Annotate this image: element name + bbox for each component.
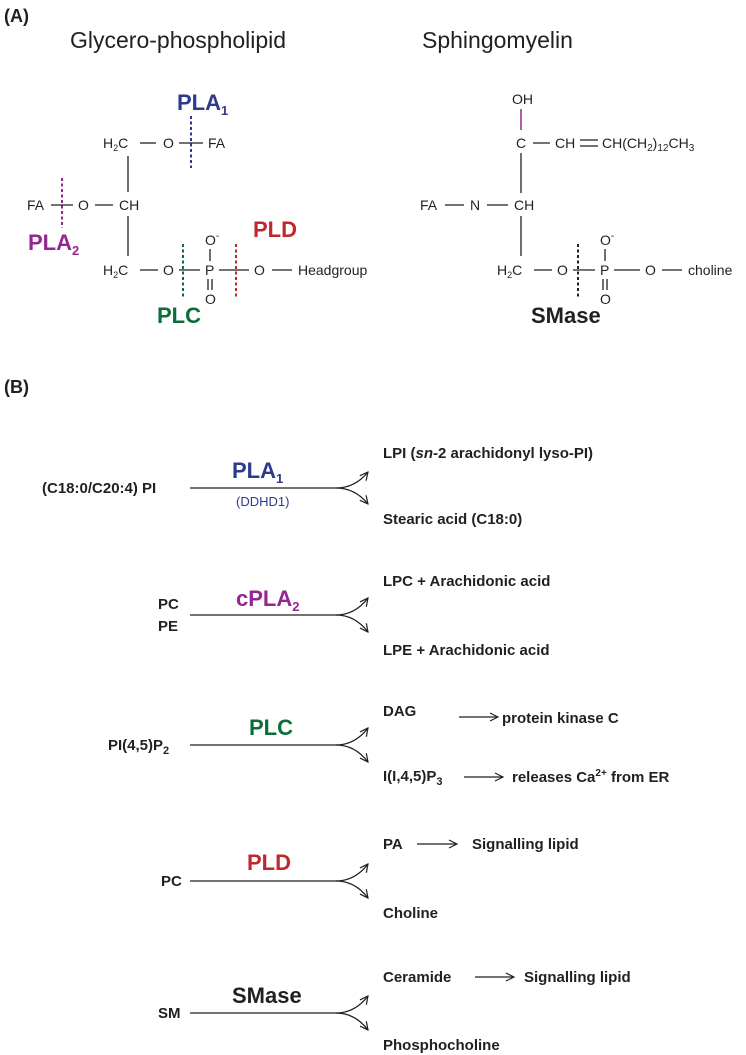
sph-o-left: O: [557, 262, 568, 278]
p-atom: P: [205, 262, 214, 278]
enzyme-pla1: PLA1: [232, 458, 283, 486]
pld-label: PLD: [253, 217, 297, 242]
enzyme-smase: SMase: [232, 983, 302, 1008]
fa-mid: FA: [27, 197, 45, 213]
ch-mid: CH: [119, 197, 139, 213]
product-pa: PA: [383, 836, 403, 853]
target-calcium: releases Ca2+ from ER: [512, 768, 669, 786]
substrate-pi: (C18:0/C20:4) PI: [42, 480, 156, 497]
sph-o-minus: O-: [600, 231, 614, 248]
o-top: O: [163, 135, 174, 151]
reaction-smase: SM SMase Ceramide Signalling lipid Phosp…: [158, 969, 631, 1054]
sph-ch: CH: [555, 135, 575, 151]
o-minus: O-: [205, 231, 219, 248]
product-choline: Choline: [383, 905, 438, 922]
h2c-bot: H2C: [103, 262, 128, 280]
enzyme-cpla2: cPLA2: [236, 586, 299, 614]
substrate-pe: PE: [158, 618, 178, 635]
o-right: O: [254, 262, 265, 278]
glycero-title: Glycero-phospholipid: [70, 27, 286, 53]
o-double: O: [205, 291, 216, 307]
sphingo-structure: OH C CH CH(CH2)12CH3 FA N CH H2C O P O- …: [420, 91, 733, 328]
smase-label-a: SMase: [531, 303, 601, 328]
sph-n: N: [470, 197, 480, 213]
sph-c: C: [516, 135, 526, 151]
reaction-cpla2: PC PE cPLA2 LPC + Arachidonic acid LPE +…: [158, 573, 550, 659]
plc-label: PLC: [157, 303, 201, 328]
substrate-pc-pld: PC: [161, 873, 182, 890]
glycero-structure: PLA1 H2C O FA FA O CH PLA2 PLD H2C O P O…: [27, 90, 367, 328]
h2c-top: H2C: [103, 135, 128, 153]
enzyme-note-ddhd1: (DDHD1): [236, 494, 289, 509]
oh-group: OH: [512, 91, 533, 107]
product-lpe: LPE + Arachidonic acid: [383, 642, 550, 659]
product-lpc: LPC + Arachidonic acid: [383, 573, 550, 590]
sph-ch-mid: CH: [514, 197, 534, 213]
panel-b-label: (B): [4, 377, 29, 397]
product-ip3: I(I,4,5)P3: [383, 768, 442, 788]
product-dag: DAG: [383, 703, 416, 720]
sph-o-right: O: [645, 262, 656, 278]
product-stearic: Stearic acid (C18:0): [383, 511, 522, 528]
o-mid: O: [78, 197, 89, 213]
panel-a-label: (A): [4, 6, 29, 26]
reaction-pld: PC PLD PA Signalling lipid Choline: [161, 836, 579, 922]
substrate-pip2: PI(4,5)P2: [108, 737, 169, 757]
target-signalling-pa: Signalling lipid: [472, 836, 579, 853]
reaction-pla1: (C18:0/C20:4) PI PLA1 (DDHD1) LPI (sn-2 …: [42, 445, 593, 528]
sph-h2c: H2C: [497, 262, 522, 280]
substrate-sm: SM: [158, 1005, 181, 1022]
sph-chain: CH(CH2)12CH3: [602, 135, 695, 154]
sph-choline: choline: [688, 262, 733, 278]
product-lpi: LPI (sn-2 arachidonyl lyso-PI): [383, 445, 593, 462]
sph-p: P: [600, 262, 609, 278]
substrate-pc: PC: [158, 596, 179, 613]
target-signalling-ceramide: Signalling lipid: [524, 969, 631, 986]
sph-o-double: O: [600, 291, 611, 307]
pla1-label: PLA1: [177, 90, 228, 118]
sphingo-title: Sphingomyelin: [422, 27, 573, 53]
o-bot: O: [163, 262, 174, 278]
headgroup-label: Headgroup: [298, 262, 367, 278]
target-pkc: protein kinase C: [502, 710, 619, 727]
enzyme-pld: PLD: [247, 850, 291, 875]
reaction-plc: PI(4,5)P2 PLC DAG protein kinase C I(I,4…: [108, 703, 669, 788]
fa-top: FA: [208, 135, 226, 151]
pla2-label: PLA2: [28, 230, 79, 258]
sph-fa: FA: [420, 197, 438, 213]
product-ceramide: Ceramide: [383, 969, 451, 986]
enzyme-plc: PLC: [249, 715, 293, 740]
product-phosphocholine: Phosphocholine: [383, 1037, 500, 1054]
